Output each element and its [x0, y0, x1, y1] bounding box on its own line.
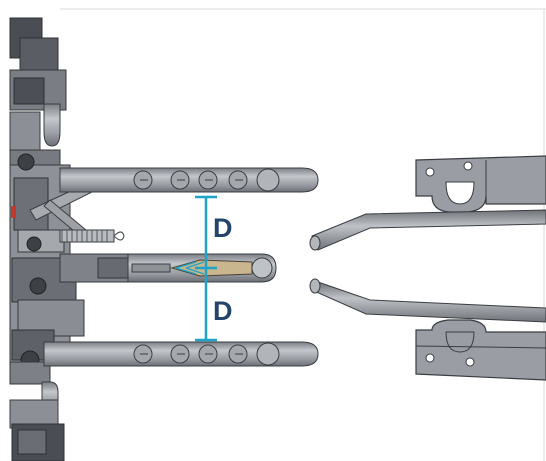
- upper-pipe: [43, 103, 61, 147]
- red-indicator: [11, 206, 16, 218]
- center-hitch-arm: [59, 253, 277, 283]
- upper-drawbar-tube: [311, 209, 546, 251]
- upper-arm: [59, 167, 319, 193]
- upper-dimension-label: D: [213, 213, 233, 243]
- upper-bracket: [415, 155, 546, 213]
- lower-bracket: [415, 319, 546, 381]
- tension-spring: [59, 229, 125, 243]
- machine-body: [9, 17, 125, 461]
- lower-dimension-label: D: [213, 296, 233, 326]
- dimension-markers: D D: [195, 195, 233, 342]
- implement-frame: [309, 155, 546, 381]
- lower-arm: [43, 341, 319, 367]
- lower-drawbar-tube: [311, 281, 546, 323]
